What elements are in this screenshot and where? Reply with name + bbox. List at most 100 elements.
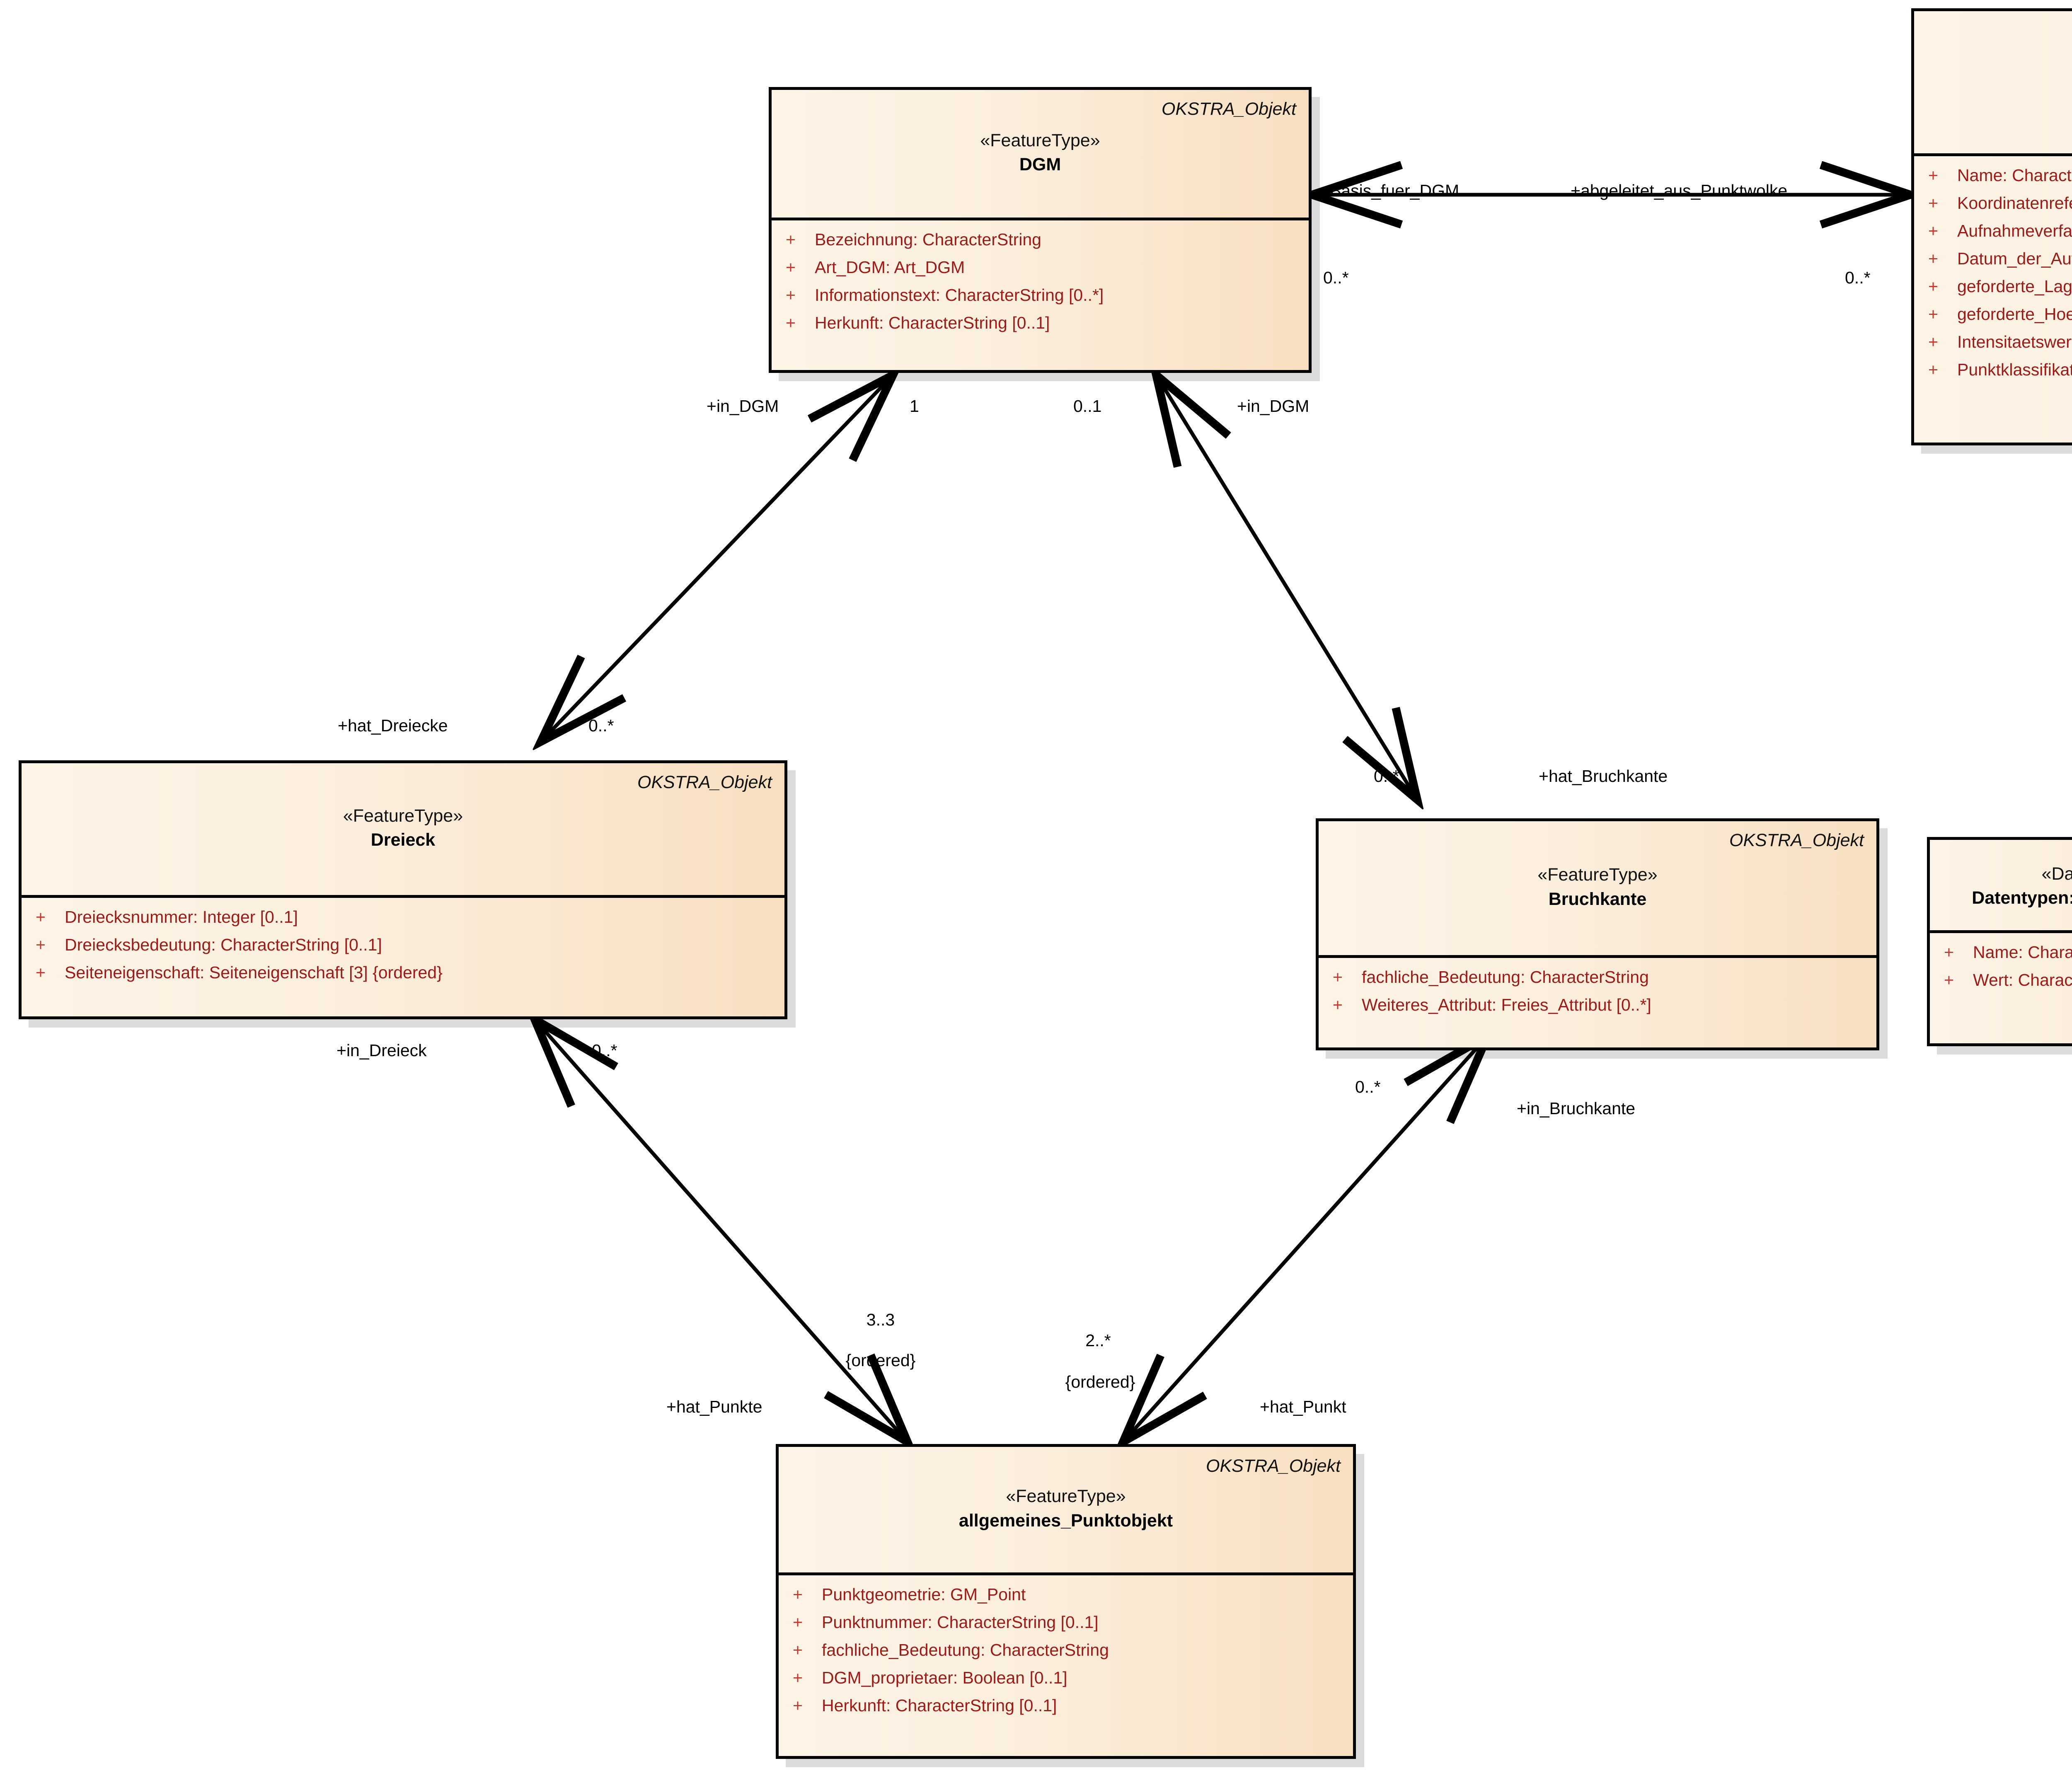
association-line-punktobjekt-bruchkante: [1123, 1036, 1488, 1442]
visibility-marker: +: [1928, 166, 1938, 185]
assoc-role-hat-punkt: +hat_Punkt: [1260, 1397, 1346, 1416]
attribute-text: Weiteres_Attribut: Freies_Attribut [0..*…: [1362, 995, 1651, 1014]
attribute-text: Wert: CharacterString: [1973, 970, 2072, 989]
visibility-marker: +: [786, 258, 796, 277]
attribute-row: + Punktnummer: CharacterString [0..1]: [779, 1614, 1353, 1631]
class-name: allgemeines_Punktobjekt: [959, 1510, 1173, 1531]
attribute-row: + DGM_proprietaer: Boolean [0..1]: [779, 1669, 1353, 1686]
attribute-row: + Herkunft: CharacterString [0..1]: [772, 314, 1309, 331]
attribute-row: + Datum_der_Aufnahme: Date [0..1]: [1914, 250, 2072, 267]
attribute-text: Intensitaetswerte_vorhanden: Boolean [0.…: [1957, 332, 2072, 351]
class-box-bruchkante[interactable]: OKSTRA_Objekt «FeatureType» Bruchkante +…: [1316, 818, 1879, 1050]
assoc-role-in-bruchkante: +in_Bruchkante: [1517, 1099, 1636, 1118]
stereotype-tag-okstra-objekt: OKSTRA_Objekt: [1729, 830, 1864, 850]
attribute-row: + Herkunft: CharacterString [0..1]: [779, 1697, 1353, 1714]
assoc-mult-dgm-dreieck: 1: [910, 397, 919, 416]
attribute-text: Name: CharacterString: [1973, 943, 2072, 962]
visibility-marker: +: [1928, 249, 1938, 268]
attribute-row: + Punktgeometrie: GM_Point: [779, 1586, 1353, 1603]
attribute-text: Punktklassifikation_vorhanden: Boolean […: [1957, 360, 2072, 379]
class-box-allgemeines-punktobjekt[interactable]: OKSTRA_Objekt «FeatureType» allgemeines_…: [776, 1444, 1356, 1759]
assoc-mult-hat-punkte: 3..3: [866, 1310, 895, 1329]
attribute-text: Art_DGM: Art_DGM: [815, 258, 965, 277]
attribute-row: + geforderte_Hoehengenauigkeit: Millimet…: [1914, 306, 2072, 323]
class-name: Dreieck: [370, 830, 436, 850]
class-header-dreieck: OKSTRA_Objekt «FeatureType» Dreieck: [22, 763, 784, 898]
class-header-allgemeines-punktobjekt: OKSTRA_Objekt «FeatureType» allgemeines_…: [779, 1447, 1353, 1575]
attribute-text: Informationstext: CharacterString [0..*]: [815, 285, 1104, 305]
class-stereotype: «DataType»: [2041, 863, 2072, 884]
visibility-marker: +: [36, 907, 46, 926]
stereotype-tag-okstra-objekt: OKSTRA_Objekt: [637, 772, 772, 792]
assoc-mult-hat-punkt: 2..*: [1085, 1331, 1111, 1350]
visibility-marker: +: [793, 1613, 803, 1632]
attribute-compartment-freies-attribut: + Name: CharacterString + Wert: Characte…: [1930, 933, 2072, 1043]
assoc-constraint-hat-punkte: {ordered}: [845, 1351, 916, 1370]
attribute-text: Aufnahmeverfahren: Aufnahmeverfahren_Pun…: [1957, 221, 2072, 240]
assoc-mult-bruchkante: 0..*: [1374, 767, 1399, 786]
visibility-marker: +: [1928, 277, 1938, 296]
attribute-text: fachliche_Bedeutung: CharacterString: [1362, 967, 1649, 987]
class-name: DGM: [1019, 155, 1061, 174]
visibility-marker: +: [786, 230, 796, 249]
class-stereotype: «FeatureType»: [1537, 865, 1658, 885]
visibility-marker: +: [1944, 943, 1954, 962]
class-box-dgm[interactable]: OKSTRA_Objekt «FeatureType» DGM + Bezeic…: [769, 87, 1312, 373]
assoc-mult-dreieck: 0..*: [588, 716, 614, 735]
attribute-row: + Name: CharacterString [0..1]: [1914, 167, 2072, 184]
assoc-mult-dgm-bruchkante: 0..1: [1073, 397, 1102, 416]
class-box-freies-attribut[interactable]: «DataType» Datentypen::Freies_Attribut +…: [1927, 837, 2072, 1046]
attribute-text: Herkunft: CharacterString [0..1]: [822, 1696, 1057, 1715]
stereotype-tag-okstra-objekt: OKSTRA_Objekt: [1206, 1456, 1341, 1476]
class-header-punktwolke: OKSTRA_Objekt «FeatureType» Punktwolke: [1914, 11, 2072, 156]
visibility-marker: +: [36, 935, 46, 954]
stereotype-tag-okstra-objekt: OKSTRA_Objekt: [1162, 99, 1296, 119]
class-box-dreieck[interactable]: OKSTRA_Objekt «FeatureType» Dreieck + Dr…: [19, 760, 787, 1019]
visibility-marker: +: [36, 963, 46, 982]
assoc-role-hat-punkte: +hat_Punkte: [666, 1397, 762, 1416]
attribute-row: + Punktklassifikation_vorhanden: Boolean…: [1914, 361, 2072, 378]
assoc-mult-dreieck-bottom: 0..*: [592, 1041, 617, 1060]
assoc-role-abgeleitet-aus-punktwolke: +abgeleitet_aus_Punktwolke: [1571, 181, 1788, 200]
attribute-row: + Informationstext: CharacterString [0..…: [772, 287, 1309, 304]
attribute-text: Koordinatenreferenzsystem: Koordinatenre…: [1957, 193, 2072, 213]
visibility-marker: +: [793, 1640, 803, 1659]
class-name: Bruchkante: [1548, 889, 1647, 909]
class-stereotype: «FeatureType»: [343, 805, 463, 826]
attribute-text: DGM_proprietaer: Boolean [0..1]: [822, 1668, 1067, 1687]
assoc-role-in-dreieck: +in_Dreieck: [336, 1041, 427, 1060]
assoc-mult-punktwolke-side: 0..*: [1845, 268, 1871, 287]
assoc-role-in-dgm-bruchkante: +in_DGM: [1237, 397, 1310, 416]
visibility-marker: +: [1928, 193, 1938, 213]
assoc-role-basis-fuer-dgm: +Basis_fuer_DGM: [1320, 181, 1460, 200]
attribute-text: geforderte_Hoehengenauigkeit: Millimeter…: [1957, 305, 2072, 324]
assoc-constraint-hat-punkt: {ordered}: [1065, 1372, 1135, 1391]
attribute-row: + Intensitaetswerte_vorhanden: Boolean […: [1914, 334, 2072, 351]
attribute-row: + fachliche_Bedeutung: CharacterString: [779, 1642, 1353, 1659]
class-name: Datentypen::Freies_Attribut: [1972, 888, 2072, 908]
visibility-marker: +: [1928, 360, 1938, 379]
attribute-row: + Name: CharacterString: [1930, 944, 2072, 961]
attribute-row: + Koordinatenreferenzsystem: Koordinaten…: [1914, 195, 2072, 212]
class-header-freies-attribut: «DataType» Datentypen::Freies_Attribut: [1930, 840, 2072, 933]
visibility-marker: +: [1928, 305, 1938, 324]
attribute-row: + Dreiecksnummer: Integer [0..1]: [22, 909, 784, 926]
attribute-text: Dreiecksnummer: Integer [0..1]: [65, 907, 298, 926]
visibility-marker: +: [793, 1668, 803, 1687]
attribute-row: + Bezeichnung: CharacterString: [772, 231, 1309, 248]
attribute-text: Punktnummer: CharacterString [0..1]: [822, 1613, 1099, 1632]
class-box-punktwolke[interactable]: OKSTRA_Objekt «FeatureType» Punktwolke +…: [1911, 8, 2072, 445]
attribute-row: + Aufnahmeverfahren: Aufnahmeverfahren_P…: [1914, 223, 2072, 239]
attribute-row: + Weiteres_Attribut: Freies_Attribut [0.…: [1319, 997, 1876, 1013]
visibility-marker: +: [793, 1585, 803, 1604]
attribute-text: Herkunft: CharacterString [0..1]: [815, 313, 1050, 332]
attribute-row: + Art_DGM: Art_DGM: [772, 259, 1309, 276]
attribute-text: fachliche_Bedeutung: CharacterString: [822, 1640, 1109, 1659]
visibility-marker: +: [1333, 995, 1343, 1014]
attribute-compartment-allgemeines-punktobjekt: + Punktgeometrie: GM_Point + Punktnummer…: [779, 1575, 1353, 1756]
visibility-marker: +: [793, 1696, 803, 1715]
class-header-dgm: OKSTRA_Objekt «FeatureType» DGM: [772, 90, 1309, 220]
visibility-marker: +: [1944, 970, 1954, 989]
assoc-mult-bruchkante-bottom: 0..*: [1355, 1077, 1381, 1096]
